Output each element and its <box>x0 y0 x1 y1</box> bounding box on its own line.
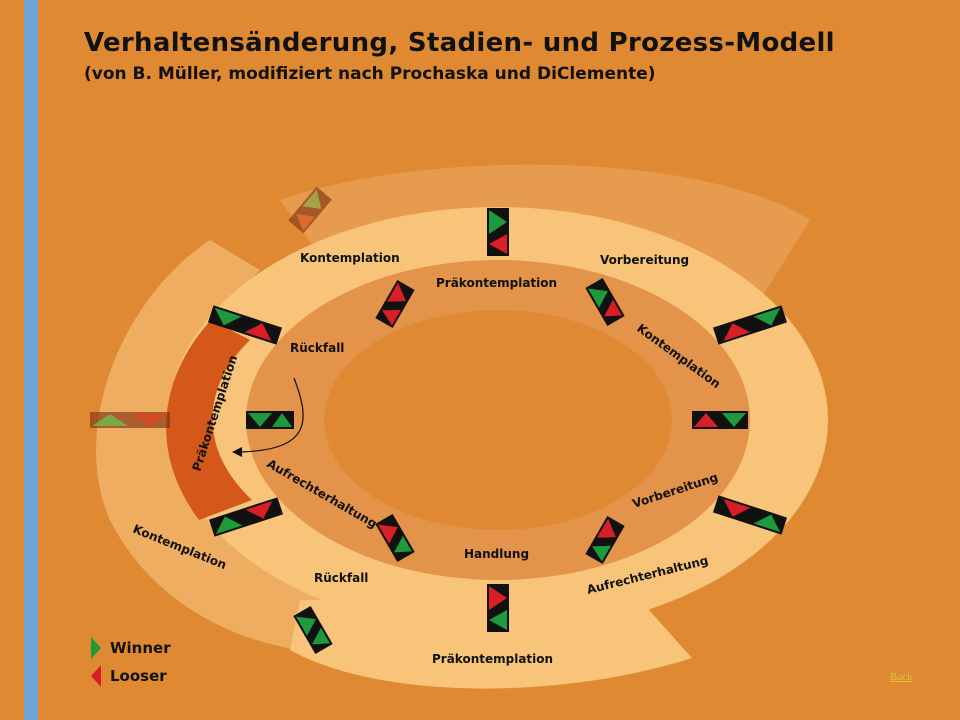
page-subtitle: (von B. Müller, modifiziert nach Prochas… <box>84 64 656 84</box>
divider-outer-upper-left <box>207 305 283 345</box>
return-arrow <box>239 377 304 453</box>
divider-inner-top-right <box>585 277 625 327</box>
legend-looser-label: Looser <box>110 667 167 685</box>
back-link[interactable]: Back <box>890 671 913 683</box>
divider-bottom-outer <box>487 584 509 632</box>
inner-label-bottom: Handlung <box>464 547 529 561</box>
divider-right-inner <box>692 411 748 429</box>
divider-outer-upper-right <box>712 305 788 345</box>
spiral-left-band <box>96 240 330 650</box>
left-accent-bar <box>24 0 38 720</box>
divider-left-inner <box>246 411 294 429</box>
outer-ring-highlight-segment <box>166 320 252 520</box>
divider-outer-lower-left <box>208 497 284 537</box>
divider-inner-bottom-left <box>375 513 415 563</box>
divider-bottom-left-spiral <box>293 605 333 655</box>
divider-inner-top-left <box>375 279 415 329</box>
return-arrow-head <box>232 447 242 457</box>
center-hole <box>324 310 672 530</box>
legend-looser: Looser <box>90 664 167 688</box>
divider-far-left <box>90 412 170 428</box>
outer-label-lower-left: Rückfall <box>314 571 368 585</box>
stage-dividers <box>90 186 788 655</box>
divider-inner-bottom-right <box>585 515 625 565</box>
inner-label-upper-left: Rückfall <box>290 341 344 355</box>
divider-outer-lower-right <box>712 495 788 535</box>
inner-label-top: Präkontemplation <box>436 276 557 290</box>
legend-winner-label: Winner <box>110 639 171 657</box>
outer-label-upper-left: Kontemplation <box>300 251 400 265</box>
page-title: Verhaltensänderung, Stadien- und Prozess… <box>84 28 835 58</box>
legend-winner: Winner <box>90 636 171 660</box>
winner-triangle-icon <box>91 637 101 659</box>
divider-faded-top <box>288 186 332 234</box>
outer-label-bottom: Präkontemplation <box>432 652 553 666</box>
outer-label-upper-right: Vorbereitung <box>600 253 689 267</box>
looser-triangle-icon <box>91 665 101 687</box>
divider-top-outer <box>487 208 509 256</box>
